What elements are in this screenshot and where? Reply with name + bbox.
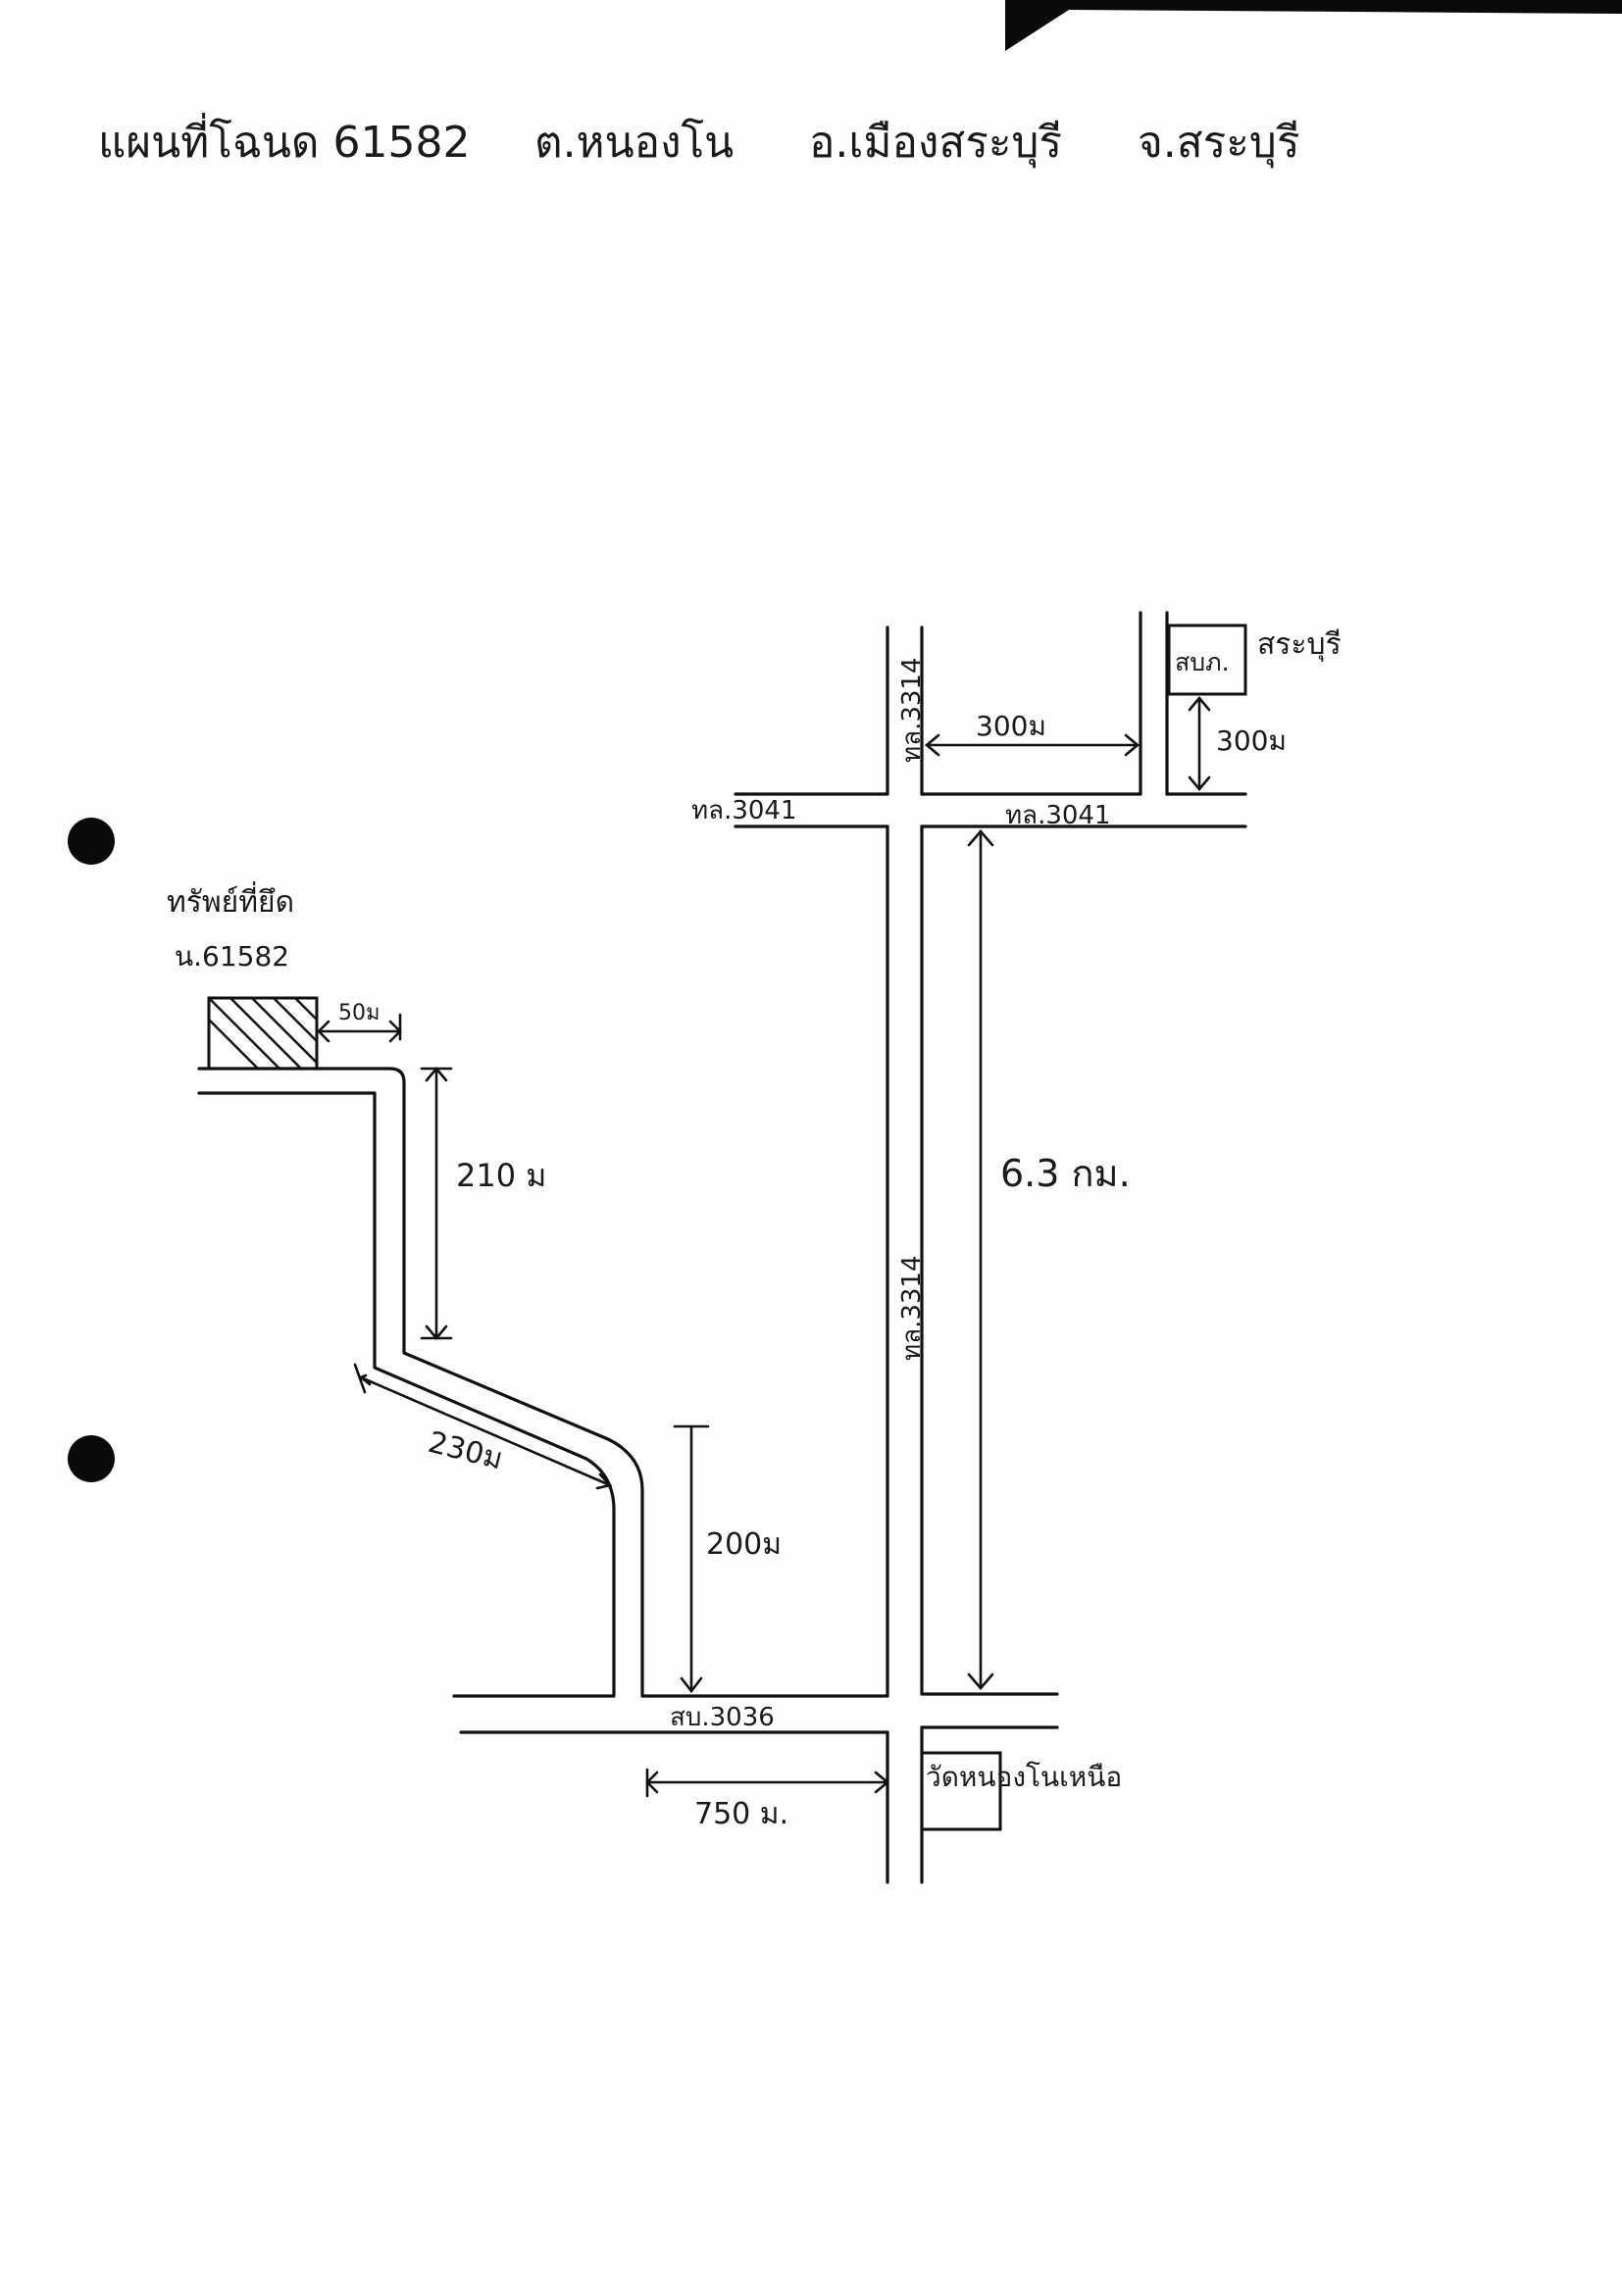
dimension-6-3km bbox=[967, 829, 994, 1690]
subdistrict-label: ต.หนองโน bbox=[534, 118, 734, 168]
district-label: อ.เมืองสระบุรี bbox=[809, 118, 1062, 169]
distance-6-3km: 6.3 กม. bbox=[1000, 1152, 1131, 1195]
route-3314-top-label: ทล.3314 bbox=[897, 657, 927, 763]
distance-300m-vertical: 300ม bbox=[1216, 724, 1287, 757]
distance-50m: 50ม bbox=[338, 1001, 380, 1025]
distance-230m: 230ม bbox=[425, 1425, 506, 1477]
road-3036 bbox=[452, 1692, 1059, 1734]
route-3314-main-label: ทล.3314 bbox=[897, 1255, 927, 1361]
distance-210m: 210 ม bbox=[456, 1157, 546, 1194]
route-3036-label: สบ.3036 bbox=[670, 1703, 775, 1732]
office-suffix-label: สระบุรี bbox=[1257, 627, 1342, 663]
dimension-210m bbox=[420, 1066, 453, 1341]
scan-edge-shadow bbox=[1005, 0, 1622, 51]
dimension-50m bbox=[317, 1013, 402, 1043]
dimension-200m bbox=[673, 1424, 710, 1694]
dimension-750m bbox=[645, 1768, 890, 1798]
route-3041-right-label: ทล.3041 bbox=[1005, 801, 1111, 830]
property-parcel bbox=[207, 996, 319, 1071]
binder-hole-bottom bbox=[68, 1435, 115, 1482]
temple-label: วัดหนองโนเหนือ bbox=[926, 1761, 1122, 1793]
office-label: สบภ. bbox=[1175, 648, 1230, 676]
office-building bbox=[1167, 624, 1247, 696]
road-3041 bbox=[734, 792, 1247, 828]
office-side-road bbox=[1139, 611, 1169, 796]
dimension-300m-horizontal bbox=[924, 733, 1140, 757]
deed-number-label: น.61582 bbox=[175, 940, 289, 973]
dimension-230m bbox=[353, 1363, 613, 1490]
province-label: จ.สระบุรี bbox=[1138, 118, 1299, 169]
access-road bbox=[197, 1067, 644, 1696]
map-title: แผนที่โฉนด 61582 bbox=[98, 112, 470, 168]
binder-hole-top bbox=[68, 818, 115, 865]
distance-200m: 200ม bbox=[706, 1527, 782, 1562]
distance-750m: 750 ม. bbox=[694, 1797, 788, 1831]
temple-building bbox=[920, 1751, 1002, 1831]
distance-300m-horizontal: 300ม bbox=[976, 710, 1046, 742]
dimension-300m-vertical bbox=[1188, 695, 1211, 792]
road-3314 bbox=[886, 625, 924, 1884]
property-label: ทรัพย์ที่ยึด bbox=[167, 881, 294, 920]
route-3041-left-label: ทล.3041 bbox=[691, 796, 797, 825]
